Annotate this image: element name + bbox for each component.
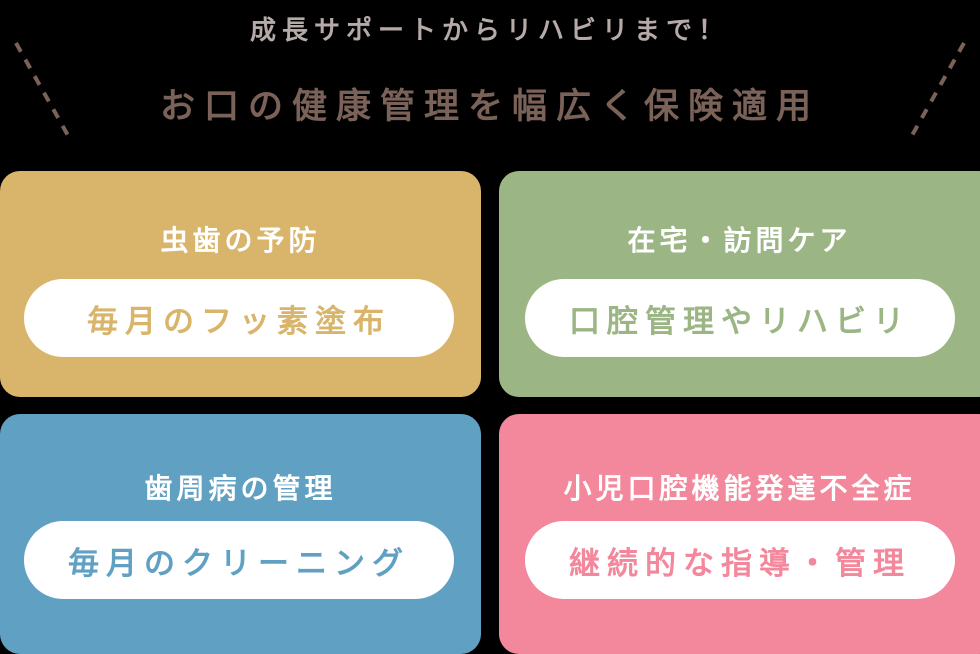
card-periodontal-management: 歯周病の管理 毎月のクリーニング bbox=[0, 414, 481, 654]
header-title: お口の健康管理を幅広く保険適用 bbox=[159, 87, 820, 127]
card-title: 小児口腔機能発達不全症 bbox=[563, 472, 916, 505]
card-detail-pill: 口腔管理やリハビリ bbox=[525, 279, 955, 357]
card-pediatric-oral-function: 小児口腔機能発達不全症 継続的な指導・管理 bbox=[499, 414, 980, 654]
header-subtitle: 成長サポートからリハビリまで！ bbox=[249, 16, 730, 46]
card-cavity-prevention: 虫歯の予防 毎月のフッ素塗布 bbox=[0, 171, 481, 397]
card-home-visit-care: 在宅・訪問ケア 口腔管理やリハビリ bbox=[499, 171, 980, 397]
card-detail-pill: 毎月のクリーニング bbox=[24, 521, 454, 599]
card-title: 虫歯の予防 bbox=[160, 224, 321, 257]
card-detail-pill: 毎月のフッ素塗布 bbox=[24, 279, 454, 357]
card-title: 在宅・訪問ケア bbox=[627, 224, 852, 257]
card-title: 歯周病の管理 bbox=[144, 472, 337, 505]
card-detail-pill: 継続的な指導・管理 bbox=[525, 521, 955, 599]
